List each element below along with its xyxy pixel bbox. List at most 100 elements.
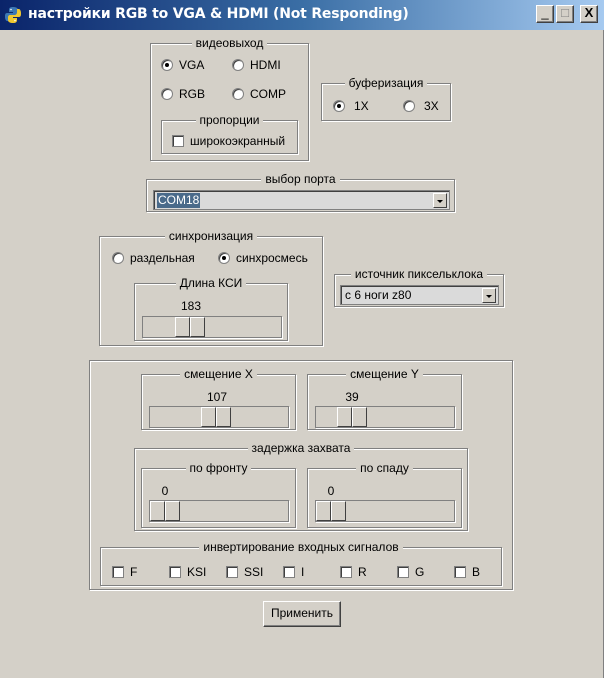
offset-x-group: смещение X 107 bbox=[141, 367, 296, 430]
invert-g-checkbox[interactable]: G bbox=[397, 564, 424, 580]
radio-unchecked-icon bbox=[232, 88, 244, 100]
slider-thumb[interactable] bbox=[150, 501, 180, 521]
front-delay-legend: по фронту bbox=[185, 461, 252, 475]
radio-unchecked-icon bbox=[161, 88, 173, 100]
capture-delay-group: задержка захвата по фронту 0 по спаду 0 bbox=[134, 441, 468, 531]
offset-y-value: 39 bbox=[345, 390, 359, 404]
offset-y-legend: смещение Y bbox=[346, 367, 423, 381]
proportions-group: пропорции широкоэкранный bbox=[161, 113, 298, 154]
port-group: выбор порта COM18 bbox=[146, 172, 455, 212]
checkbox-icon bbox=[283, 566, 295, 578]
checkbox-label: SSI bbox=[244, 565, 264, 579]
widescreen-checkbox[interactable]: широкоэкранный bbox=[172, 133, 285, 149]
invert-ksi-checkbox[interactable]: KSI bbox=[169, 564, 206, 580]
video-output-group: видеовыход VGA HDMI RGB COMP пропорции ш… bbox=[150, 36, 309, 161]
fall-delay-value: 0 bbox=[327, 484, 335, 498]
pixel-clock-legend: источник пиксельклока bbox=[350, 267, 488, 281]
radio-vga[interactable]: VGA bbox=[161, 57, 204, 73]
ksi-length-legend: Длина КСИ bbox=[175, 276, 247, 290]
fall-delay-slider[interactable] bbox=[315, 500, 455, 522]
radio-rgb[interactable]: RGB bbox=[161, 86, 205, 102]
slider-thumb[interactable] bbox=[201, 407, 231, 427]
chevron-down-icon[interactable] bbox=[482, 288, 496, 303]
port-value: COM18 bbox=[157, 193, 201, 208]
radio-composite-sync[interactable]: синхросмесь bbox=[218, 250, 308, 266]
radio-label: раздельная bbox=[130, 251, 195, 265]
radio-label: VGA bbox=[179, 58, 205, 72]
checkbox-icon bbox=[454, 566, 466, 578]
front-delay-group: по фронту 0 bbox=[141, 461, 296, 528]
ksi-length-value: 183 bbox=[180, 299, 202, 313]
capture-delay-legend: задержка захвата bbox=[247, 441, 355, 455]
port-legend: выбор порта bbox=[261, 172, 340, 186]
offset-y-group: смещение Y 39 bbox=[307, 367, 462, 430]
radio-label: RGB bbox=[179, 87, 206, 101]
front-delay-slider[interactable] bbox=[149, 500, 289, 522]
port-select[interactable]: COM18 bbox=[153, 190, 450, 210]
invert-r-checkbox[interactable]: R bbox=[340, 564, 367, 580]
checkbox-icon bbox=[226, 566, 238, 578]
slider-thumb[interactable] bbox=[175, 317, 205, 337]
offsets-group: смещение X 107 смещение Y 39 задержка за… bbox=[89, 360, 513, 590]
checkbox-icon bbox=[340, 566, 352, 578]
radio-checked-icon bbox=[333, 100, 345, 112]
front-delay-value: 0 bbox=[161, 484, 169, 498]
checkbox-label: I bbox=[301, 565, 305, 579]
invert-f-checkbox[interactable]: F bbox=[112, 564, 137, 580]
radio-unchecked-icon bbox=[112, 252, 124, 264]
checkbox-label: B bbox=[472, 565, 481, 579]
pixel-clock-value: с 6 ноги z80 bbox=[345, 288, 412, 302]
minimize-button[interactable]: _ bbox=[536, 5, 554, 23]
checkbox-icon bbox=[172, 135, 184, 147]
ksi-length-slider[interactable] bbox=[142, 316, 282, 338]
radio-checked-icon bbox=[161, 59, 173, 71]
invert-i-checkbox[interactable]: I bbox=[283, 564, 304, 580]
radio-unchecked-icon bbox=[403, 100, 415, 112]
sync-legend: синхронизация bbox=[164, 229, 258, 243]
python-icon bbox=[5, 7, 21, 23]
slider-thumb[interactable] bbox=[316, 501, 346, 521]
checkbox-label: G bbox=[415, 565, 425, 579]
proportions-legend: пропорции bbox=[195, 113, 264, 127]
invert-b-checkbox[interactable]: B bbox=[454, 564, 480, 580]
offset-x-value: 107 bbox=[206, 390, 228, 404]
radio-checked-icon bbox=[218, 252, 230, 264]
video-output-legend: видеовыход bbox=[191, 36, 268, 50]
radio-hdmi[interactable]: HDMI bbox=[232, 57, 281, 73]
radio-label: COMP bbox=[250, 87, 286, 101]
radio-label: 1X bbox=[354, 99, 369, 113]
radio-label: HDMI bbox=[250, 58, 281, 72]
checkbox-label: R bbox=[358, 565, 367, 579]
slider-thumb[interactable] bbox=[337, 407, 367, 427]
radio-label: синхросмесь bbox=[236, 251, 308, 265]
buffering-group: буферизация 1X 3X bbox=[321, 76, 451, 121]
pixel-clock-select[interactable]: с 6 ноги z80 bbox=[340, 285, 499, 305]
pixel-clock-group: источник пиксельклока с 6 ноги z80 bbox=[334, 267, 504, 307]
checkbox-icon bbox=[169, 566, 181, 578]
invert-ssi-checkbox[interactable]: SSI bbox=[226, 564, 263, 580]
radio-comp[interactable]: COMP bbox=[232, 86, 286, 102]
checkbox-icon bbox=[397, 566, 409, 578]
chevron-down-icon[interactable] bbox=[433, 193, 447, 208]
close-button[interactable]: X bbox=[580, 5, 598, 23]
window-title: настройки RGB to VGA & HDMI (Not Respond… bbox=[28, 6, 409, 22]
radio-unchecked-icon bbox=[232, 59, 244, 71]
title-bar[interactable]: настройки RGB to VGA & HDMI (Not Respond… bbox=[0, 0, 604, 30]
radio-separate[interactable]: раздельная bbox=[112, 250, 195, 266]
checkbox-icon bbox=[112, 566, 124, 578]
offset-x-slider[interactable] bbox=[149, 406, 289, 428]
radio-3x[interactable]: 3X bbox=[403, 98, 439, 114]
maximize-button[interactable]: □ bbox=[556, 5, 574, 23]
offset-y-slider[interactable] bbox=[315, 406, 455, 428]
apply-button[interactable]: Применить bbox=[263, 601, 341, 627]
fall-delay-legend: по спаду bbox=[356, 461, 413, 475]
sync-group: синхронизация раздельная синхросмесь Дли… bbox=[99, 229, 323, 346]
buffering-legend: буферизация bbox=[344, 76, 428, 90]
offset-x-legend: смещение X bbox=[180, 367, 257, 381]
radio-1x[interactable]: 1X bbox=[333, 98, 369, 114]
invert-signals-group: инвертирование входных сигналов F KSI SS… bbox=[100, 540, 502, 586]
checkbox-label: KSI bbox=[187, 565, 207, 579]
fall-delay-group: по спаду 0 bbox=[307, 461, 462, 528]
radio-label: 3X bbox=[424, 99, 439, 113]
